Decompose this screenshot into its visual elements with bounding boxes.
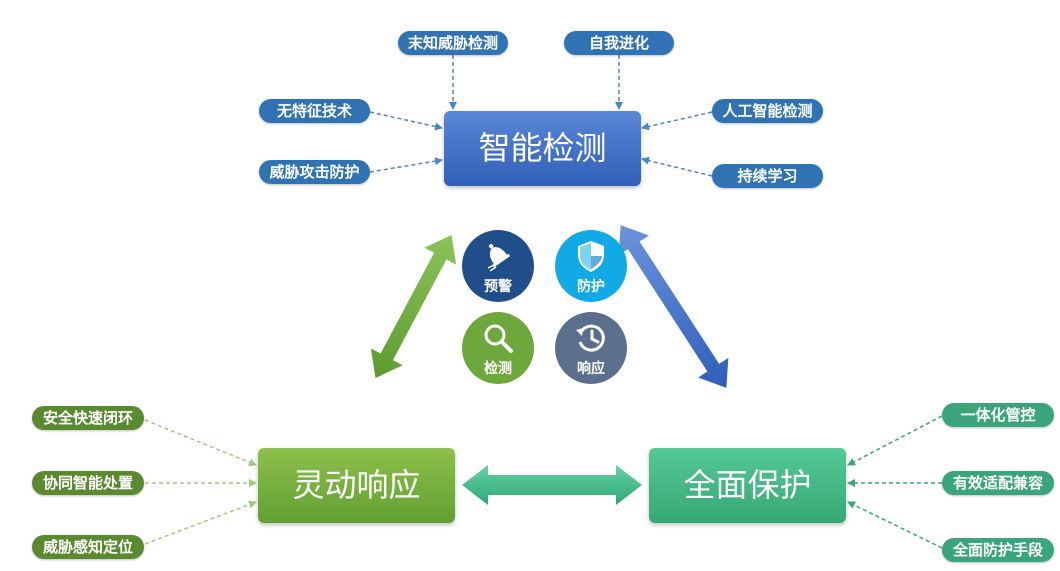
core-response-box: 灵动响应	[258, 448, 455, 523]
magnifier-icon	[484, 324, 513, 353]
connector-left-1	[369, 111, 443, 131]
teal-double-arrow	[462, 465, 642, 505]
connector-protection-3	[847, 501, 943, 549]
circle-magnifier: 检测	[462, 312, 534, 384]
shield-icon	[578, 241, 604, 272]
feature-protection-3: 全面防护手段	[942, 538, 1054, 562]
protection-connectors	[847, 415, 943, 549]
core-detection-box: 智能检测	[444, 111, 641, 186]
connector-right-1	[641, 111, 713, 131]
circle-history: 响应	[555, 312, 627, 384]
connector-response-1	[144, 419, 257, 467]
feature-protection-2: 有效适配兼容	[942, 471, 1054, 495]
connector-right-2	[641, 156, 713, 177]
blue-double-arrow	[618, 225, 729, 388]
feature-signatureless-tech: 无特征技术	[259, 99, 370, 123]
feature-unknown-threat-detection: 末知威胁检测	[398, 31, 508, 55]
circle-history-label: 响应	[577, 361, 605, 377]
circle-alarm: 预警	[462, 230, 534, 302]
alarm-icon	[487, 243, 510, 272]
connector-response-3	[144, 500, 257, 545]
feature-continuous-learning: 持续学习	[712, 164, 823, 188]
feature-response-1: 安全快速闭环	[32, 406, 144, 430]
history-clock-icon	[576, 324, 605, 352]
connector-left-2	[369, 157, 443, 173]
feature-response-3: 威胁感知定位	[32, 535, 144, 559]
circle-shield: 防护	[555, 230, 627, 302]
detection-connectors	[369, 55, 713, 177]
feature-self-evolution: 自我进化	[564, 31, 674, 55]
green-double-arrow	[370, 234, 457, 379]
feature-threat-attack-protection: 威胁攻击防护	[259, 160, 370, 184]
response-connectors	[144, 419, 257, 545]
connector-protection-1	[847, 415, 943, 466]
core-protection-box: 全面保护	[649, 448, 846, 523]
feature-response-2: 协同智能处置	[32, 471, 144, 495]
circle-alarm-label: 预警	[484, 279, 512, 295]
circle-magnifier-label: 检测	[484, 361, 512, 377]
feature-protection-1: 一体化管控	[942, 403, 1054, 427]
feature-ai-detection: 人工智能检测	[712, 99, 823, 123]
circle-shield-label: 防护	[577, 279, 605, 295]
